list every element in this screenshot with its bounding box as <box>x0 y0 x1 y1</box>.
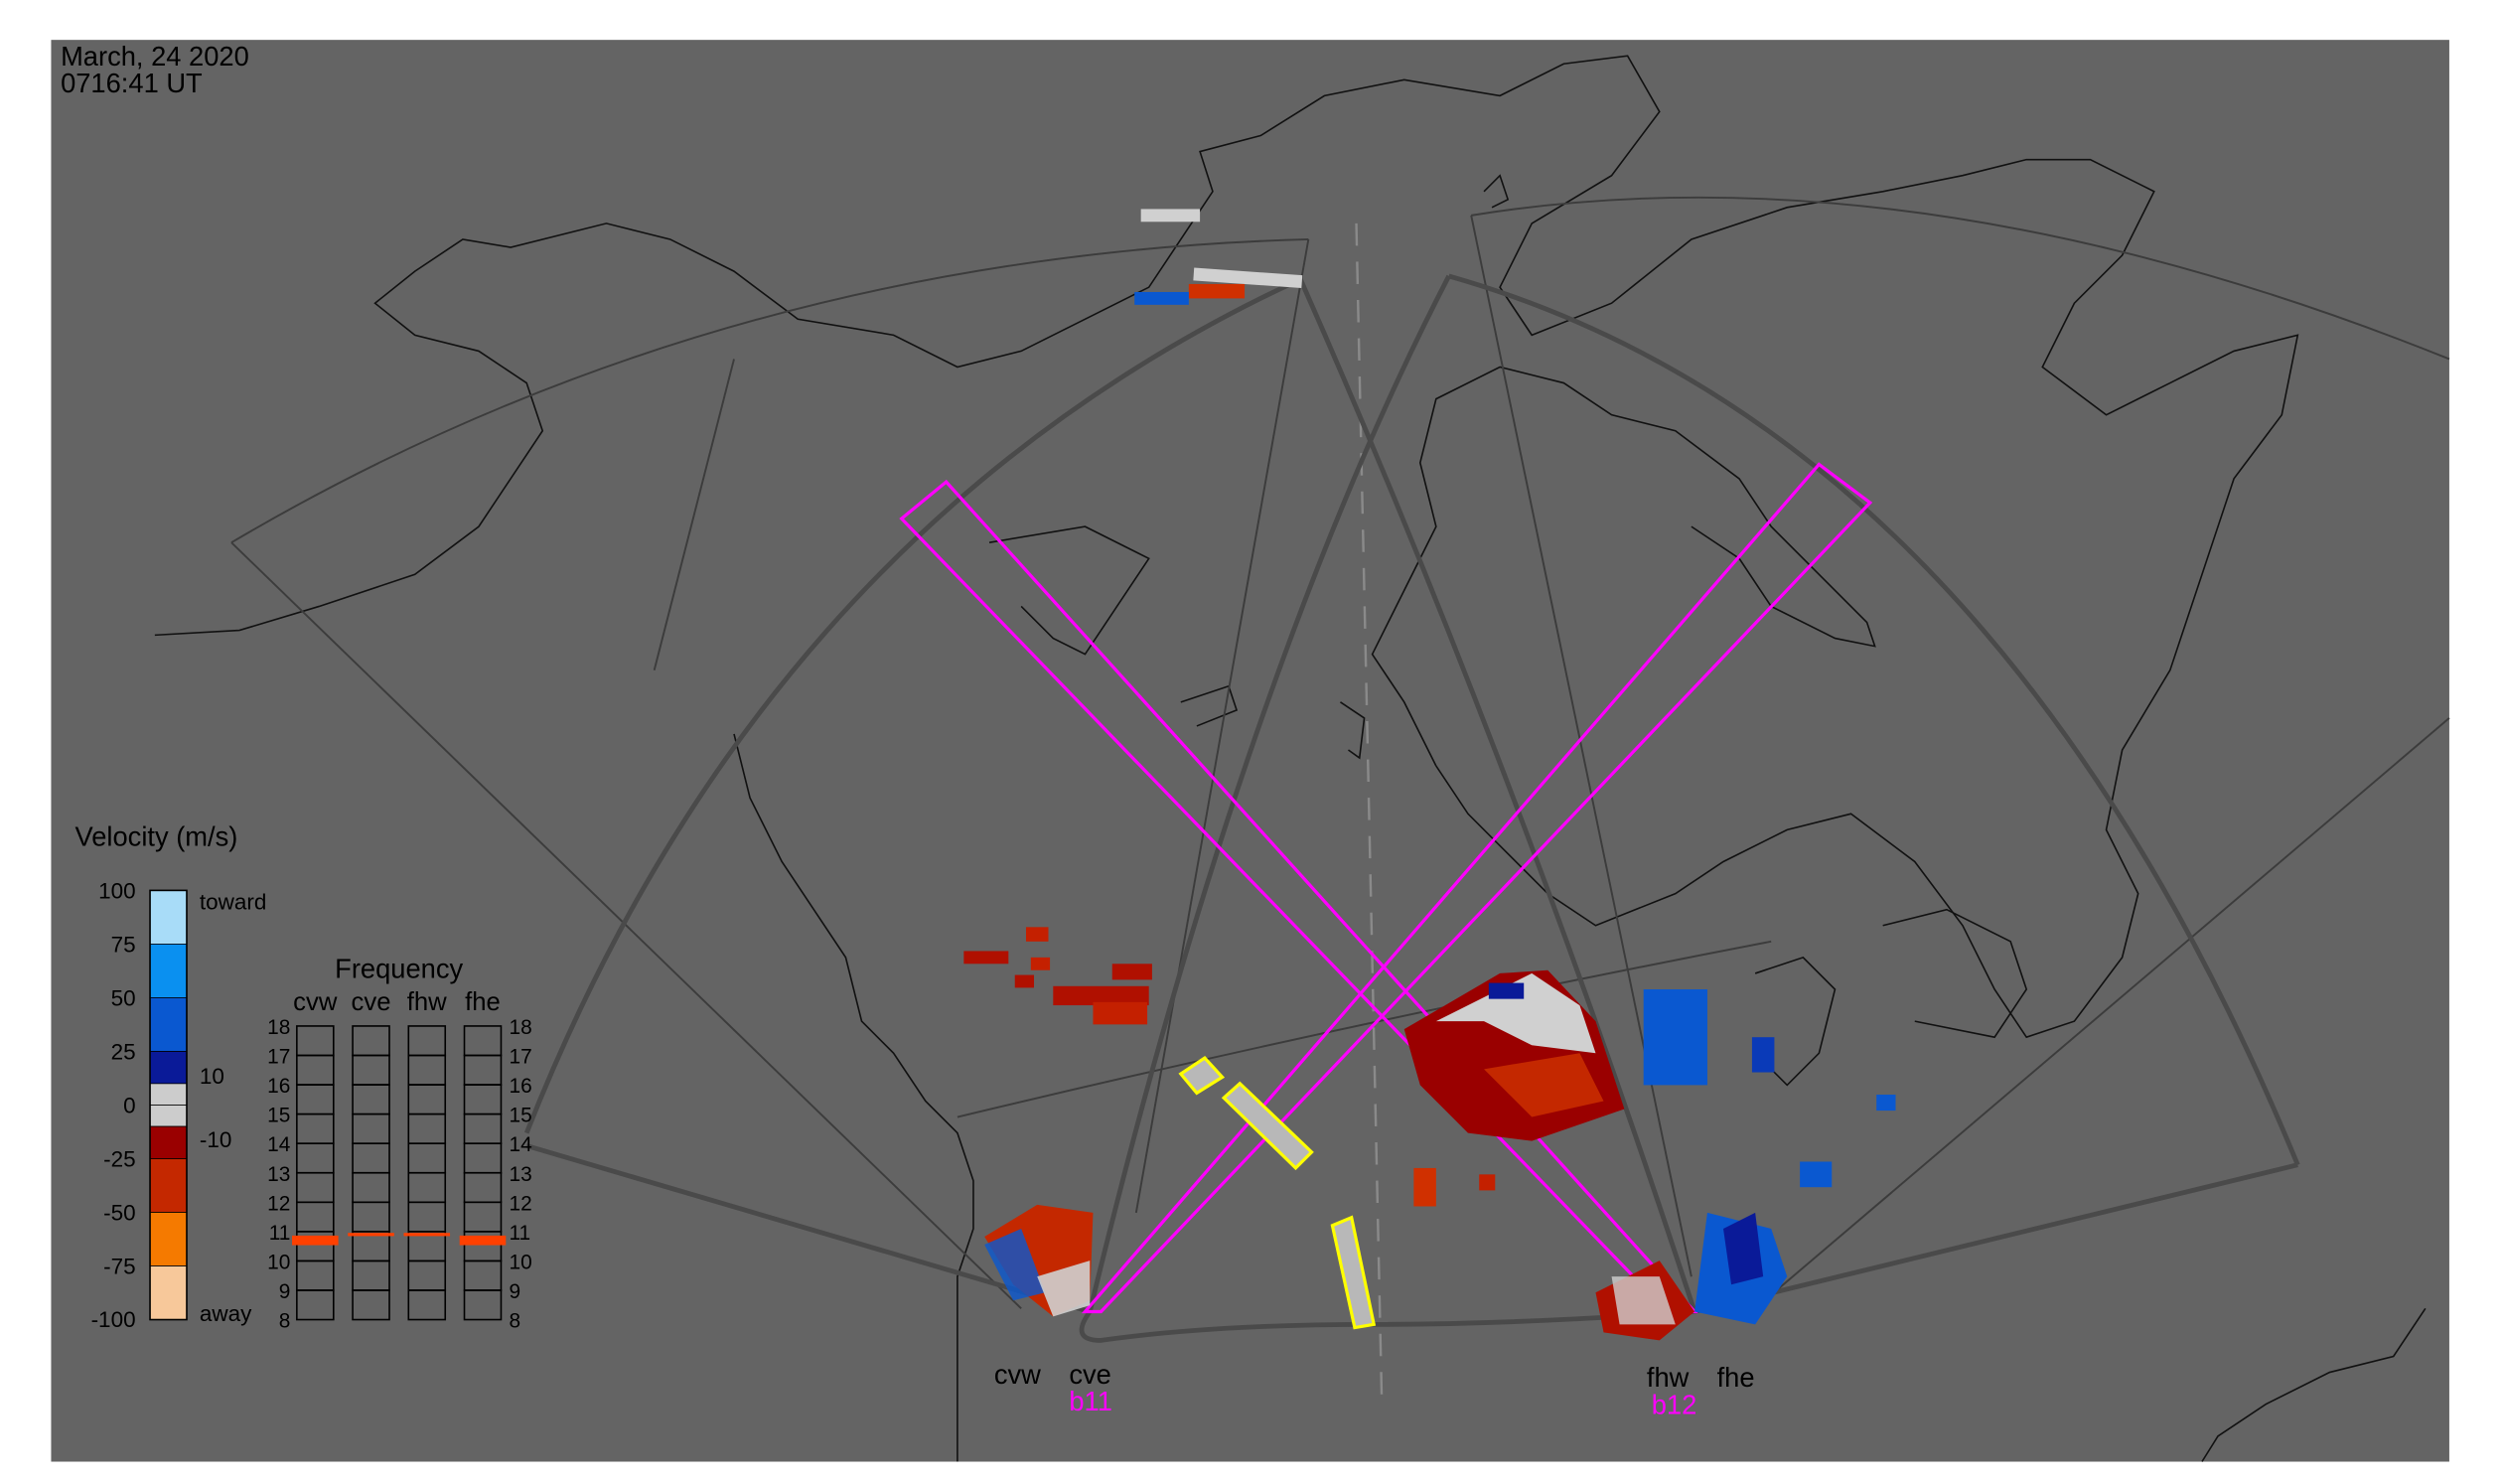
frequency-row-label-right: 9 <box>510 1280 521 1303</box>
colorbar-tick-label: 50 <box>111 985 136 1010</box>
colorbar-tick-label: 100 <box>98 878 136 903</box>
frequency-row-label-right: 17 <box>510 1046 532 1069</box>
frequency-marker-fhe <box>459 1235 507 1246</box>
site-label-cve: cve <box>1069 1359 1110 1390</box>
colorbar-border <box>149 889 188 1321</box>
colorbar-segment <box>149 1105 188 1127</box>
colorbar-tick-label: -100 <box>91 1307 136 1332</box>
frequency-row-label-left: 16 <box>267 1075 290 1098</box>
legend-toward: toward <box>200 890 267 915</box>
frequency-row-label-right: 10 <box>510 1251 532 1273</box>
frequency-row-label-right: 16 <box>510 1075 532 1098</box>
site-label-fhe: fhe <box>1717 1362 1755 1393</box>
frequency-row-label-left: 10 <box>267 1251 290 1273</box>
frequency-marker-cvw <box>292 1235 339 1246</box>
site-label-cvw: cvw <box>994 1359 1041 1390</box>
colorbar-segment <box>149 944 188 998</box>
frequency-row-label-left: 8 <box>279 1310 291 1333</box>
frequency-title: Frequency <box>335 954 463 984</box>
frequency-row-label-left: 11 <box>269 1222 291 1245</box>
date-label: March, 24 2020 <box>61 41 249 72</box>
colorbar-segment <box>149 1083 188 1106</box>
site-label-fhw: fhw <box>1647 1362 1690 1393</box>
frequency-row-label-left: 15 <box>267 1105 290 1127</box>
frequency-column-cvw: cvw <box>293 988 338 1016</box>
legend-pos-limit: 10 <box>200 1064 224 1089</box>
legend-away: away <box>200 1301 252 1326</box>
colorbar-tick-label: 0 <box>123 1093 136 1117</box>
frequency-row-label-left: 18 <box>267 1016 290 1039</box>
colorbar <box>149 889 188 1321</box>
colorbar-segment <box>149 997 188 1052</box>
colorbar-segment <box>149 889 188 945</box>
beam-label-b12: b12 <box>1652 1389 1697 1419</box>
colorbar-segment <box>149 1212 188 1266</box>
colorbar-segment <box>149 1051 188 1085</box>
frequency-row-label-right: 11 <box>510 1222 531 1245</box>
frequency-marker-fhw <box>403 1233 451 1237</box>
beam-b11 <box>1081 462 1873 1314</box>
colorbar-tick-label: 75 <box>111 932 136 957</box>
legend-title: Velocity (m/s) <box>75 820 238 851</box>
highlighted-cells <box>1178 1055 1377 1330</box>
frequency-cell <box>407 1289 447 1321</box>
colorbar-tick-label: -75 <box>103 1254 136 1278</box>
frequency-column-cve: cve <box>352 988 391 1016</box>
frequency-row-label-left: 13 <box>267 1163 290 1186</box>
colorbar-segment <box>149 1125 188 1159</box>
colorbar-segment <box>149 1158 188 1213</box>
frequency-row-label-right: 8 <box>510 1310 521 1333</box>
frequency-row-label-right: 15 <box>510 1105 532 1127</box>
frequency-cell <box>352 1289 390 1321</box>
frequency-row-label-right: 12 <box>510 1192 532 1215</box>
time-label: 0716:41 UT <box>61 68 203 98</box>
frequency-row-label-right: 13 <box>510 1163 532 1186</box>
frequency-marker-cve <box>348 1233 394 1237</box>
frequency-row-label-right: 14 <box>510 1133 532 1156</box>
frequency-row-label-right: 18 <box>510 1016 532 1039</box>
colorbar-tick-label: -25 <box>103 1146 136 1171</box>
frequency-row-label-left: 17 <box>267 1046 290 1069</box>
frequency-row-label-left: 12 <box>267 1192 290 1215</box>
colorbar-tick-label: -50 <box>103 1200 136 1225</box>
frequency-cell <box>296 1289 335 1321</box>
colorbar-segment <box>149 1265 188 1320</box>
beam-label-b11: b11 <box>1069 1386 1112 1416</box>
colorbar-ticks: 100 75 50 25 0 -25 -50 -75 -100 <box>91 878 136 1332</box>
velocity-cells <box>963 209 1896 1341</box>
frequency-cell <box>463 1289 503 1321</box>
fov-outlines-thick <box>523 273 2300 1343</box>
legend-neg-limit: -10 <box>200 1127 232 1152</box>
frequency-column-fhe: fhe <box>465 988 501 1016</box>
frequency-row-label-left: 14 <box>267 1133 290 1156</box>
frequency-column-fhw: fhw <box>407 988 447 1016</box>
colorbar-tick-label: 25 <box>111 1039 136 1064</box>
velocity-legend: Velocity (m/s) 100 75 50 25 0 -25 -50 -75 -100 t… <box>75 820 267 1332</box>
frequency-row-label-left: 9 <box>279 1280 291 1303</box>
fov-outlines-thin <box>230 196 2450 1310</box>
